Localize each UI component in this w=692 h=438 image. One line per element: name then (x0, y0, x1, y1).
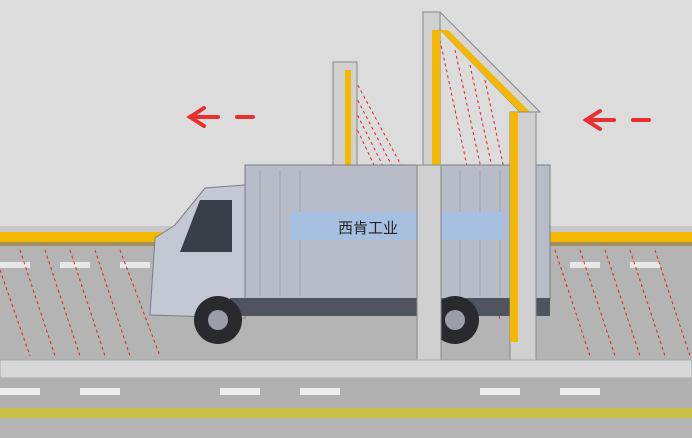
arrow-left-icon (186, 106, 255, 128)
truck: 西肯工业 (149, 164, 551, 344)
truck-label: 西肯工业 (338, 219, 398, 237)
front-scanner-post (416, 111, 537, 371)
scanner-gantry (421, 11, 542, 178)
road-edge (0, 408, 692, 418)
back-scanner-post (332, 61, 358, 171)
back-lane-markings (0, 262, 660, 268)
front-lane-markings (0, 388, 600, 395)
arrow-left-icon (582, 109, 651, 131)
